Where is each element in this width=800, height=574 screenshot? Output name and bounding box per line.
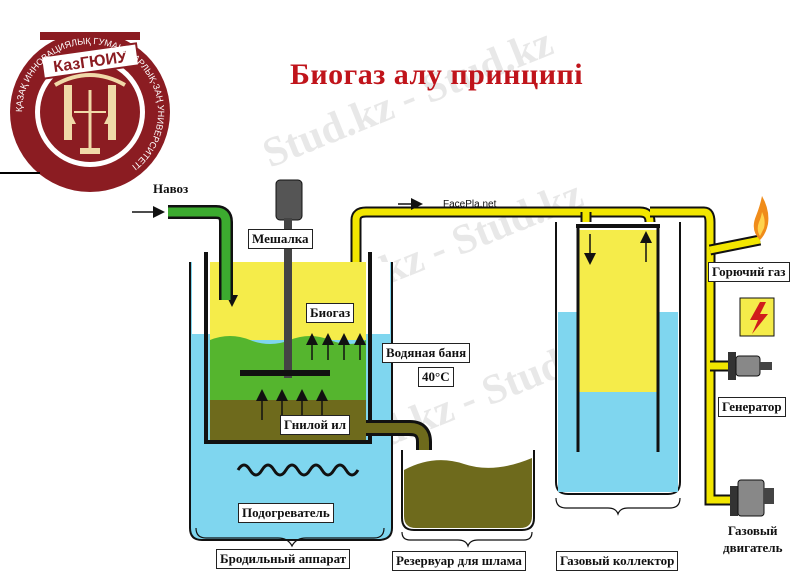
section-braces xyxy=(195,497,681,548)
sludge-tank xyxy=(401,450,535,531)
university-logo: КазГЮИУ ҚАЗАҚ ИННОВАЦИЯЛЫҚ ГУМАНИТАРЛЫҚ-… xyxy=(0,32,170,192)
high-voltage-icon xyxy=(739,297,775,337)
svg-text:Stud.kz - Stud.kz: Stud.kz - Stud.kz xyxy=(257,19,560,177)
mixer-label: Мешалка xyxy=(248,229,313,249)
gas-collector xyxy=(555,222,681,495)
combustible-gas-label: Горючий газ xyxy=(708,262,790,282)
sludge-tank-label: Резервуар для шлама xyxy=(392,551,526,571)
credit-label: FacePla.net xyxy=(443,199,497,210)
gas-engine-label: Газовый двигатель xyxy=(720,522,785,556)
page-title: Биогаз алу принципі xyxy=(290,58,584,91)
gas-engine-label-line2: двигатель xyxy=(723,540,783,555)
generator-label: Генератор xyxy=(718,397,786,417)
digester xyxy=(189,179,432,541)
temperature-label: 40°C xyxy=(418,367,454,387)
digester-label: Бродильный аппарат xyxy=(216,549,351,569)
gas-engine-label-line1: Газовый xyxy=(727,523,778,538)
water-bath-label: Водяная баня xyxy=(382,343,471,363)
manure-label: Навоз xyxy=(153,181,189,196)
manure-inlet-pipe xyxy=(132,205,233,300)
sludge-label: Гнилой ил xyxy=(280,415,351,435)
generator-icon xyxy=(728,352,772,380)
biogas-label: Биогаз xyxy=(306,303,355,323)
gas-collector-label: Газовый коллектор xyxy=(556,551,679,571)
flame-icon xyxy=(753,196,769,240)
gas-engine-icon xyxy=(730,479,774,517)
heater-label: Подогреватель xyxy=(238,503,334,523)
